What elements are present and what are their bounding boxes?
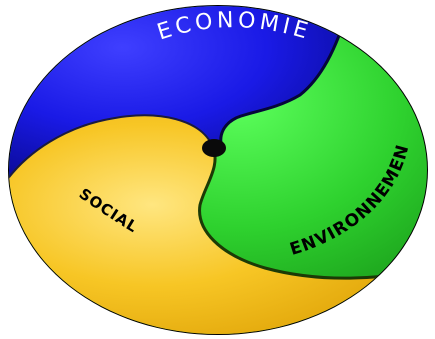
seam-yellow-green [198,144,427,280]
center-knot [202,139,226,157]
economie-region [9,6,350,190]
social-region [9,115,427,334]
seam-blue-green [219,6,352,149]
seam-blue-yellow [9,114,213,191]
